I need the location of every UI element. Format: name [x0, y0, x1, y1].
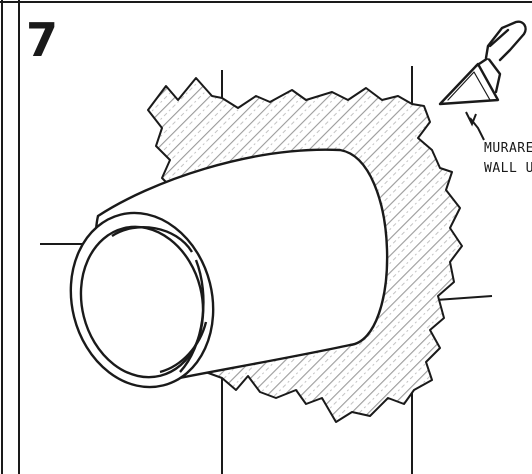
step-number: 7: [26, 13, 58, 67]
callout-label-line-1: MURARE: [484, 141, 532, 156]
trowel-icon: [438, 20, 527, 106]
pipe-sleeve: [69, 148, 389, 389]
callout-label-line-2: WALL U: [484, 161, 532, 176]
callout-arrow: [465, 111, 485, 141]
